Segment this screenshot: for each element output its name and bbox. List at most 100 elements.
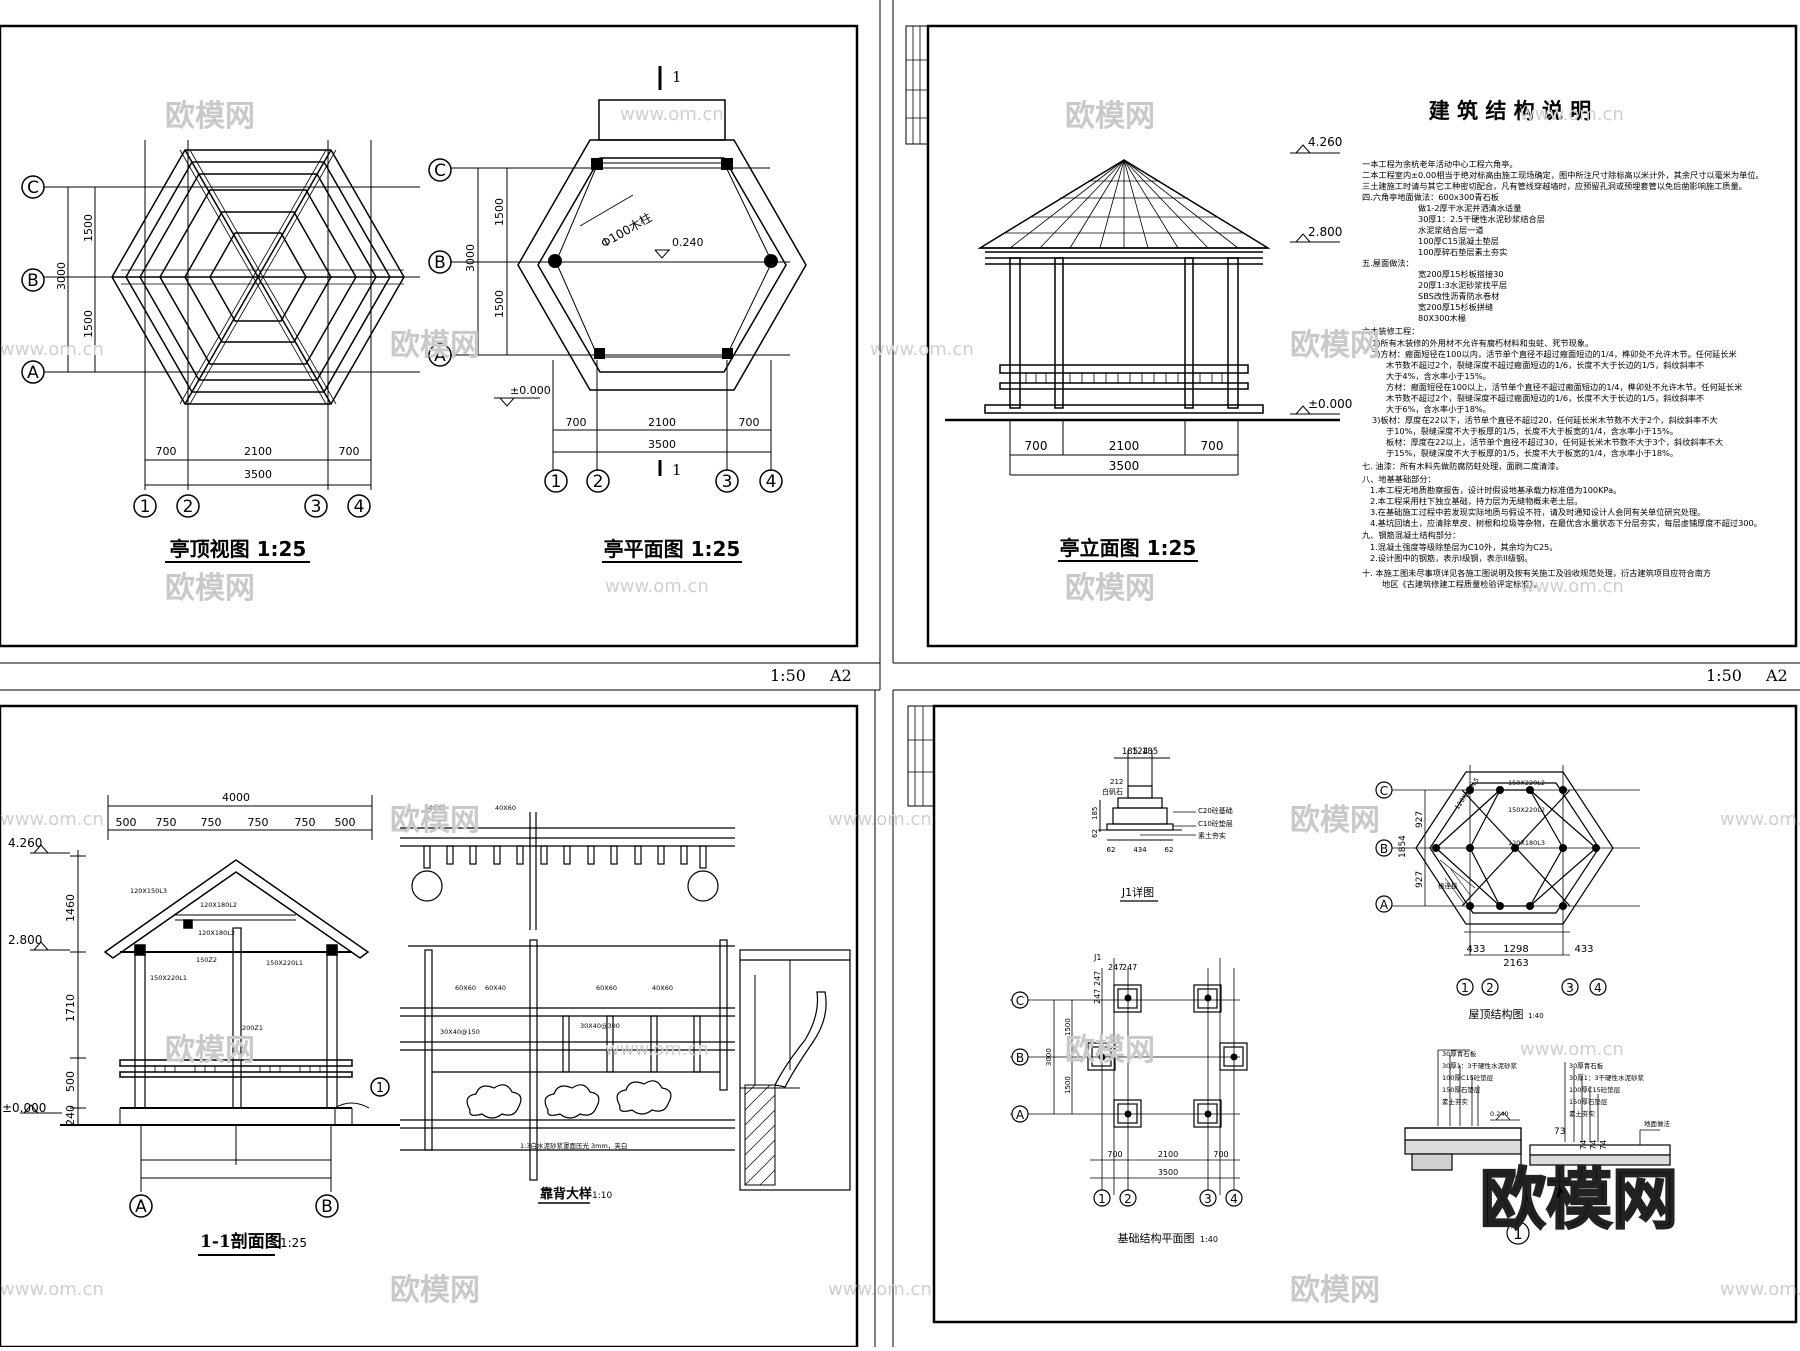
svg-text:150X220L1: 150X220L1	[266, 959, 303, 967]
svg-text:100厚碎石垫层素土夯实: 100厚碎石垫层素土夯实	[1418, 247, 1507, 257]
section-elev-ground: ±0.000	[2, 1101, 46, 1115]
svg-text:150Z2: 150Z2	[196, 956, 217, 964]
svg-text:0.240: 0.240	[1490, 1110, 1509, 1118]
section-scale: 1:25	[280, 1236, 307, 1250]
backrest-labels: 40X60 40X60 60X60 60X40 60X60 40X60 30X4…	[425, 804, 673, 1150]
roof-plan-axis-a: A	[27, 363, 39, 383]
floor-plan-axis-4: 4	[766, 472, 777, 492]
foundation-plan-axis-a: A	[1016, 1108, 1025, 1122]
svg-text:地面做法: 地面做法	[1644, 1119, 1671, 1128]
roof-plan-axis-3: 3	[311, 497, 322, 517]
svg-text:欧模网: 欧模网	[1065, 1033, 1155, 1068]
floor-plan-dim-h-1: 700	[566, 416, 587, 429]
svg-text:700: 700	[1213, 1150, 1228, 1159]
svg-text:www.om.cn: www.om.cn	[828, 1279, 932, 1300]
svg-text:椽连接: 椽连接	[1438, 881, 1458, 890]
svg-text:1.混凝土强度等级除垫层为C10外，其余均为C25。: 1.混凝土强度等级除垫层为C10外，其余均为C25。	[1370, 542, 1557, 552]
backrest-detail	[400, 812, 851, 1191]
elevation-dim-h-2: 2100	[1109, 439, 1140, 453]
svg-text:80X300木椽: 80X300木椽	[1418, 313, 1466, 323]
roof-structure-axis-3: 3	[1566, 981, 1574, 995]
floor-detail-callout-bubble	[1506, 1221, 1530, 1245]
section-elev-eave: 2.800	[8, 933, 42, 947]
svg-text:宽200厚15杉板拼缝: 宽200厚15杉板拼缝	[1418, 302, 1493, 312]
svg-text:三土建施工时请与其它工种密切配合，凡有管线穿越墙时，应预留孔: 三土建施工时请与其它工种密切配合，凡有管线穿越墙时，应预留孔洞或预埋套管以免后凿…	[1362, 181, 1747, 191]
svg-text:100厚C15砼垫层: 100厚C15砼垫层	[1442, 1073, 1494, 1082]
svg-text:120X180L2: 120X180L2	[200, 901, 237, 909]
sheet-top-left-frame	[0, 24, 859, 648]
section-dim-top-total: 4000	[222, 791, 250, 804]
elevation-title: 亭立面图 1:25	[1060, 536, 1197, 560]
section-axis-a: A	[135, 1197, 147, 1217]
svg-text:185: 185	[1091, 807, 1099, 820]
svg-text:150厚石垫层: 150厚石垫层	[1569, 1097, 1608, 1106]
elevation-elev-top: 4.260	[1308, 135, 1342, 149]
svg-text:二本工程室内±0.00相当于绝对标高由施工现场确定，图中所注: 二本工程室内±0.00相当于绝对标高由施工现场确定，图中所注尺寸除标高以米计外，…	[1362, 170, 1764, 180]
svg-text:73: 73	[1554, 1127, 1565, 1137]
svg-text:方材：瘢面短径在100以上，活节单个直径不超过瘢面短边的1/: 方材：瘢面短径在100以上，活节单个直径不超过瘢面短边的1/4，榫卯处不允许木节…	[1386, 382, 1742, 392]
svg-text:433: 433	[1574, 944, 1593, 955]
svg-text:62: 62	[1091, 829, 1099, 838]
svg-text:40X60: 40X60	[652, 984, 673, 992]
svg-text:100厚C15混凝土垫层: 100厚C15混凝土垫层	[1418, 236, 1499, 246]
roof-plan-dim-v-total: 3000	[55, 262, 68, 290]
floor-plan-columns	[548, 158, 778, 359]
roof-plan-dim-h-2: 2100	[244, 445, 272, 458]
floor-plan-section-mark-bottom: 1	[672, 461, 682, 479]
svg-text:434: 434	[1133, 846, 1147, 854]
svg-text:30厚1：3干硬性水泥砂浆: 30厚1：3干硬性水泥砂浆	[1442, 1061, 1518, 1070]
roof-plan-axis-1: 1	[140, 497, 151, 517]
svg-text:www.om.cn: www.om.cn	[0, 1279, 104, 1300]
svg-text:十. 本施工图未尽事项详见各施工图说明及按有关施工及验收规范: 十. 本施工图未尽事项详见各施工图说明及按有关施工及验收规范处理，衍古建筑项目应…	[1362, 568, 1711, 578]
svg-text:100厚C15砼垫层: 100厚C15砼垫层	[1569, 1085, 1621, 1094]
svg-text:20厚1:3水泥砂浆找平层: 20厚1:3水泥砂浆找平层	[1418, 280, 1507, 290]
svg-text:www.om.cn: www.om.cn	[605, 576, 709, 597]
svg-text:欧模网: 欧模网	[390, 1273, 480, 1308]
svg-text:60X60: 60X60	[596, 984, 617, 992]
svg-text:木节数不超过2个，裂缝深度不超过瘢面短边的1/6，长度不大于: 木节数不超过2个，裂缝深度不超过瘢面短边的1/6，长度不大于长边的1/5，斜纹斜…	[1386, 393, 1704, 403]
svg-text:62: 62	[1165, 846, 1174, 854]
svg-text:一本工程为余杭老年活动中心工程六角亭。: 一本工程为余杭老年活动中心工程六角亭。	[1362, 159, 1518, 169]
roof-plan-axis-c: C	[27, 178, 39, 198]
svg-text:1298: 1298	[1503, 944, 1528, 955]
elevation-dim-h-total: 3500	[1109, 459, 1140, 473]
floor-plan-elev-ground: ±0.000	[510, 384, 551, 397]
svg-text:212: 212	[1110, 778, 1123, 786]
elevation-elev-ground: ±0.000	[1308, 397, 1352, 411]
svg-text:www.om.cn: www.om.cn	[1720, 809, 1800, 830]
svg-text:四.六角亭地面做法：600x300青石板: 四.六角亭地面做法：600x300青石板	[1362, 192, 1499, 202]
svg-text:www.om.cn: www.om.cn	[605, 1039, 709, 1060]
floor-detail-callout: 1	[1513, 1225, 1523, 1243]
roof-plan-axis-4: 4	[354, 497, 365, 517]
svg-text:247: 247	[1093, 989, 1102, 1004]
roof-plan-title: 亭顶视图 1:25	[170, 537, 307, 561]
foundation-plan-axis-3: 3	[1204, 1192, 1212, 1206]
roof-structure-axis-1: 1	[1461, 981, 1469, 995]
section-elev-top: 4.260	[8, 836, 42, 850]
sheet-top-right-frame	[926, 24, 1798, 648]
svg-text:124: 124	[1132, 747, 1148, 757]
svg-text:40X60: 40X60	[495, 804, 516, 812]
roof-structure-title: 屋顶结构图	[1469, 1007, 1524, 1021]
svg-text:1500: 1500	[1064, 1076, 1072, 1094]
svg-text:欧模网: 欧模网	[390, 803, 480, 838]
floor-plan-dim-v-b: 1500	[493, 290, 506, 318]
roof-plan	[30, 140, 420, 490]
section-dim-top-6: 500	[335, 816, 356, 829]
foundation-plan-axis-1: 1	[1098, 1192, 1106, 1206]
svg-text:C20砼基础: C20砼基础	[1198, 806, 1233, 815]
svg-text:1854: 1854	[1398, 835, 1408, 858]
floor-detail	[1404, 1049, 1671, 1171]
foundation-plan-axis-c: C	[1016, 994, 1024, 1008]
floor-plan-axis-3: 3	[722, 472, 733, 492]
sheet-scale-a: 1:50	[770, 666, 806, 685]
svg-text:30厚青石板: 30厚青石板	[1442, 1049, 1477, 1058]
roof-structure-axis-c: C	[1380, 784, 1388, 798]
roof-plan-axis-bubbles	[21, 175, 371, 518]
foundation-plan-scale: 1:40	[1200, 1235, 1218, 1244]
svg-text:六木装修工程：: 六木装修工程：	[1362, 326, 1419, 336]
svg-text:150X220L2: 150X220L2	[1508, 806, 1545, 814]
elevation-elev-eave: 2.800	[1308, 225, 1342, 239]
svg-text:185: 185	[1122, 747, 1138, 757]
